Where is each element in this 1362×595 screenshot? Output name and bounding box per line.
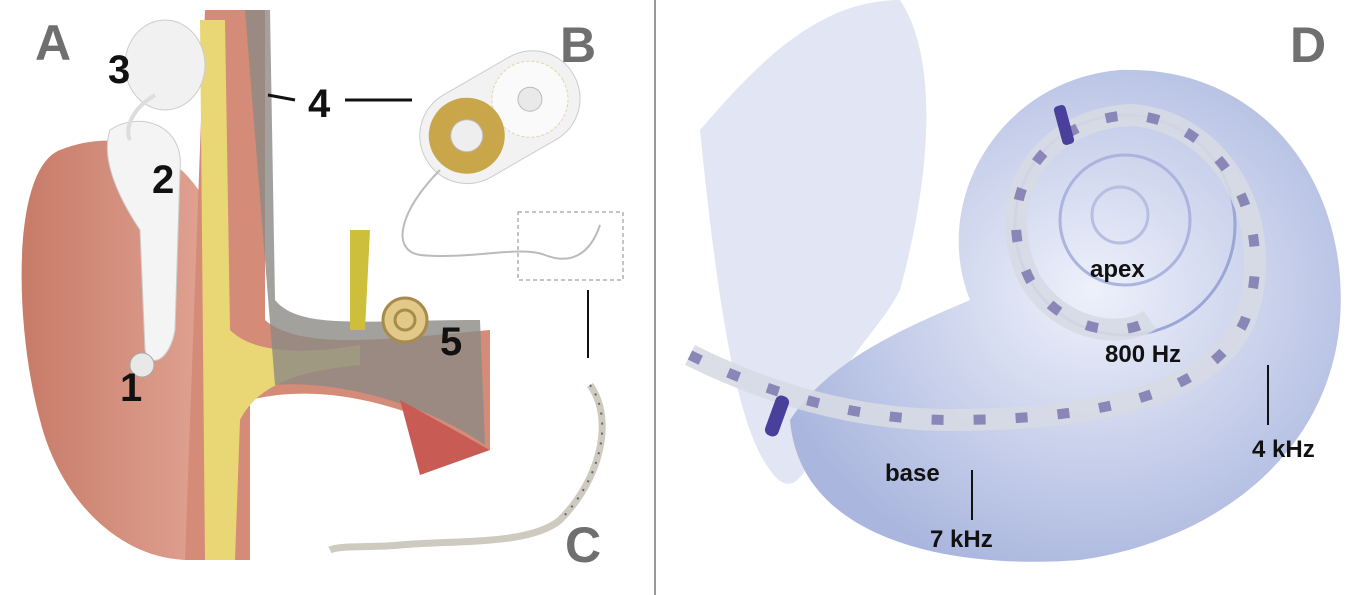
- label-apex: apex: [1090, 256, 1145, 283]
- panel-label-d: D: [1290, 17, 1327, 73]
- label-4khz: 4 kHz: [1252, 436, 1315, 463]
- panel-label-a: A: [35, 15, 72, 71]
- label-7khz: 7 kHz: [930, 526, 993, 553]
- earhook-mic: [129, 352, 155, 378]
- bone-layer: [200, 20, 360, 560]
- implant-receiver: [419, 50, 581, 185]
- part-label-4: 4: [308, 82, 331, 126]
- part-label-3: 3: [108, 48, 131, 92]
- transmitter-coil: [124, 19, 206, 111]
- part-label-1: 1: [120, 366, 143, 410]
- panel-label-b: B: [560, 17, 597, 73]
- lead-wire: [401, 169, 601, 260]
- vestibule: [700, 0, 927, 484]
- zoom-box: [517, 211, 624, 281]
- part-label-2: 2: [152, 158, 175, 202]
- nerve: [350, 230, 370, 330]
- label-800hz: 800 Hz: [1105, 341, 1182, 368]
- cochlea-small: [381, 296, 429, 344]
- speech-processor: [106, 120, 181, 361]
- panel-label-c: C: [565, 517, 602, 573]
- label-base: base: [885, 460, 940, 487]
- label-line-4a: [267, 93, 296, 102]
- part-label-5: 5: [440, 320, 463, 364]
- electrode-array: [328, 382, 606, 554]
- muscle: [400, 400, 490, 475]
- electrode-marker: [764, 395, 790, 437]
- spongy-bone: [245, 10, 485, 445]
